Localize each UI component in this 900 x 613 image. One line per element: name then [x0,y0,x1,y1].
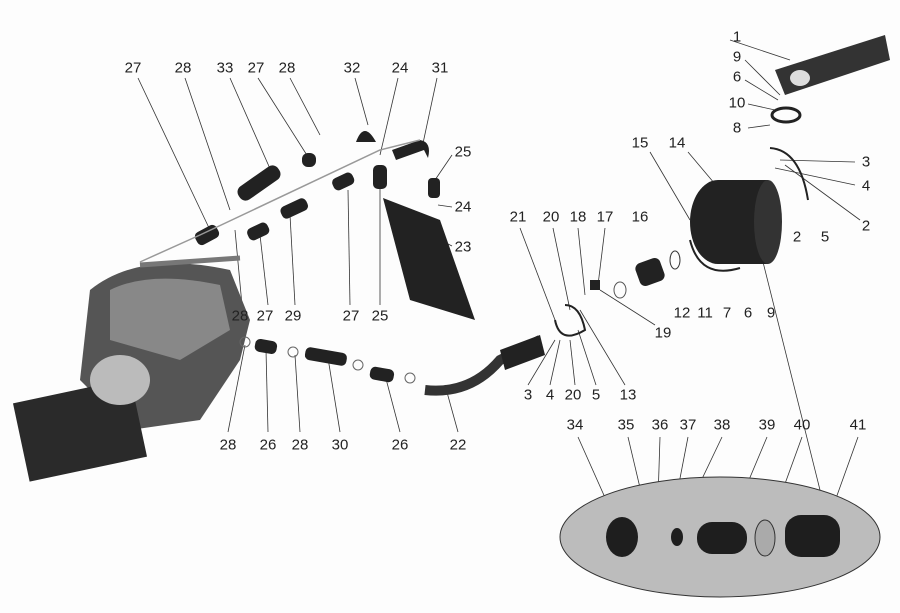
callout-label: 7 [722,304,732,322]
callout-label: 26 [259,436,277,454]
clamps [239,336,416,384]
callout-label: 28 [231,307,249,325]
callout-label: 10 [728,94,746,112]
callout-label: 13 [619,386,637,404]
callout-label: 2 [792,228,802,246]
callout-label: 33 [216,59,234,77]
callout-label: 29 [284,307,302,325]
callout-label: 20 [542,208,560,226]
callout-label: 9 [732,48,742,66]
callout-label: 17 [596,208,614,226]
callout-label: 14 [668,134,686,152]
callout-label: 24 [391,59,409,77]
part-pipe-22 [424,335,543,396]
callout-label: 35 [617,416,635,434]
callout-label: 3 [523,386,533,404]
callout-label: 2 [861,217,871,235]
upper-hoses [194,131,475,320]
callout-label: 28 [291,436,309,454]
callout-label: 34 [566,416,584,434]
callout-label: 8 [732,119,742,137]
callout-label: 27 [247,59,265,77]
callout-label: 32 [343,59,361,77]
callout-label: 27 [342,307,360,325]
callout-label: 5 [591,386,601,404]
callout-label: 16 [631,208,649,226]
callout-label: 15 [631,134,649,152]
callout-label: 4 [861,177,871,195]
callout-label: 26 [391,436,409,454]
callout-label: 12 [673,304,691,322]
inset-detail [559,476,881,598]
lower-hoses [254,338,395,383]
callout-label: 6 [732,68,742,86]
callout-label: 27 [124,59,142,77]
callout-label: 9 [766,304,776,322]
callout-label: 24 [454,198,472,216]
leader-lines [137,39,861,531]
engine-assembly [12,255,250,482]
callout-label: 19 [654,324,672,342]
callout-label: 5 [820,228,830,246]
callout-label: 31 [431,59,449,77]
callout-label: 30 [331,436,349,454]
callout-label: 27 [256,307,274,325]
callout-label: 22 [449,436,467,454]
callout-label: 25 [454,143,472,161]
callout-label: 3 [861,153,871,171]
callout-label: 28 [174,59,192,77]
callout-label: 6 [743,304,753,322]
callout-label: 28 [278,59,296,77]
callout-label: 20 [564,386,582,404]
callout-label: 11 [697,304,713,322]
callout-label: 25 [371,307,389,325]
callout-label: 21 [509,208,527,226]
callout-label: 36 [651,416,669,434]
part-intake-pipe [775,35,890,95]
callout-label: 1 [732,28,742,46]
callout-label: 37 [679,416,697,434]
callout-label: 23 [454,238,472,256]
callout-label: 38 [713,416,731,434]
callout-label: 4 [545,386,555,404]
callout-label: 18 [569,208,587,226]
callout-label: 39 [758,416,776,434]
callout-label: 41 [849,416,867,434]
callout-label: 28 [219,436,237,454]
callout-label: 40 [793,416,811,434]
